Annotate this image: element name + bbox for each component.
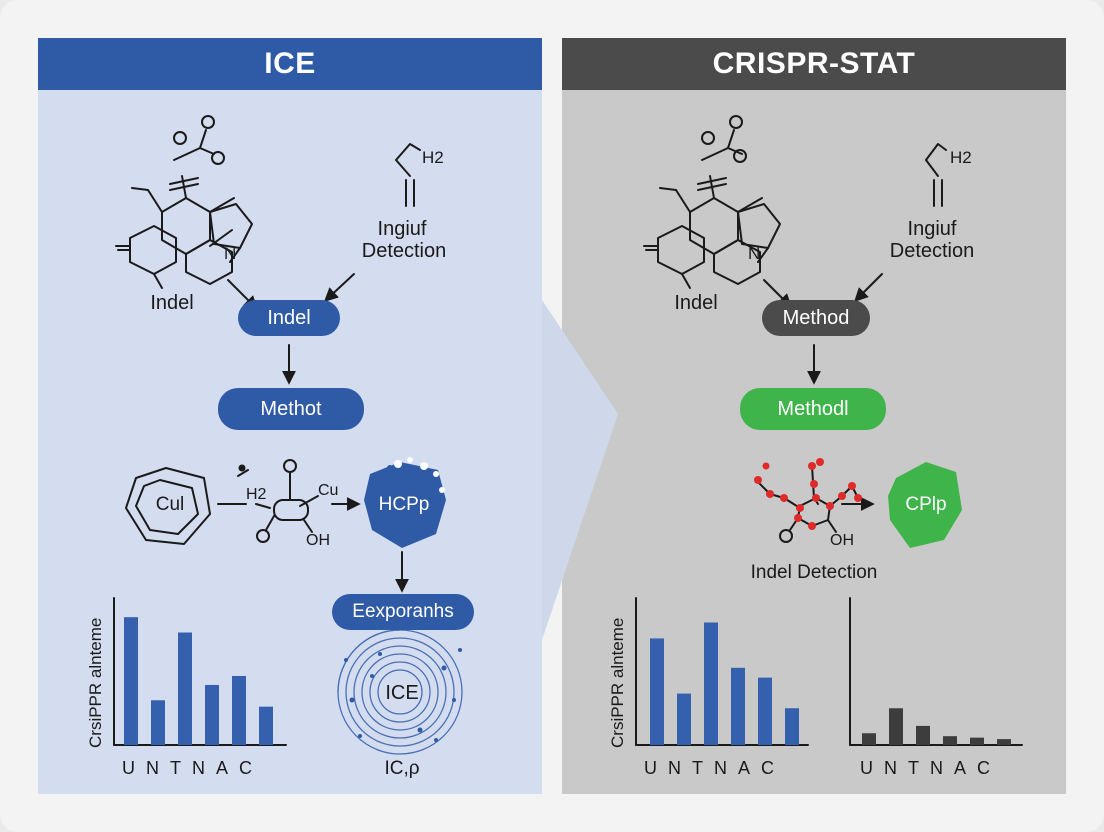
bar-n-1 <box>151 700 165 745</box>
protein-icon <box>888 462 962 548</box>
bar-t-2 <box>916 725 930 745</box>
left-chem-oh: OH <box>306 532 330 549</box>
chart-dark-categories: UNTNAC <box>860 758 1001 779</box>
tick-label: N <box>884 758 908 778</box>
arrow <box>323 273 355 302</box>
left-mol-h2: H2 <box>422 148 444 167</box>
bar-n-1 <box>677 693 691 745</box>
arrow <box>854 273 883 302</box>
bar-a-4 <box>232 675 246 745</box>
bar-t-2 <box>178 632 192 745</box>
left-pill-export: Eexporanhs <box>332 594 474 630</box>
tick-label: T <box>908 758 930 778</box>
tick-label: N <box>714 758 738 778</box>
molecule-icon <box>755 465 875 543</box>
right-title: CRISPR-STAT <box>712 47 916 80</box>
chart-left-categories: UNTNAC <box>122 758 263 779</box>
chart-right-categories: UNTNAC <box>644 758 785 779</box>
bar-n-3 <box>943 736 957 745</box>
molecule-icon <box>115 115 253 289</box>
left-chem-h2: H2 <box>246 486 267 503</box>
right-label-indel: Indel <box>674 292 718 314</box>
bar-chart-left <box>124 617 273 745</box>
bar-a-4 <box>758 677 772 745</box>
left-header: ICE <box>38 38 542 90</box>
bar-c-5 <box>259 706 273 745</box>
right-label-detect-1: Ingiuf <box>907 218 957 240</box>
right-chem-oh: OH <box>830 532 854 549</box>
molecule-icon <box>925 143 947 207</box>
molecule-icon <box>643 115 781 289</box>
left-bottom-label: IC,ρ <box>384 758 420 779</box>
bar-u-0 <box>650 638 664 745</box>
bar-u-0 <box>124 617 138 745</box>
chart-right-ylabel: CrsiPPR alnteme <box>608 617 627 748</box>
tick-label: T <box>170 758 192 778</box>
right-header: CRISPR-STAT <box>562 38 1066 90</box>
bar-t-2 <box>704 622 718 745</box>
molecule-icon <box>395 143 421 207</box>
right-mol-h2: H2 <box>950 148 972 167</box>
bar-n-3 <box>205 684 219 745</box>
chart-left-ylabel: CrsiPPR alnteme <box>86 617 105 748</box>
molecule-icon <box>237 459 319 543</box>
bar-chart-right <box>650 622 799 745</box>
protein-icon <box>364 457 446 548</box>
bar-c-5 <box>997 739 1011 745</box>
tick-label: C <box>761 758 786 778</box>
left-pill-method: Methot <box>218 388 364 430</box>
right-indel-detection: Indel Detection <box>750 562 878 583</box>
bar-u-0 <box>862 733 876 745</box>
red-dots <box>754 458 862 530</box>
tick-label: U <box>122 758 146 778</box>
tick-label: A <box>216 758 240 778</box>
right-pill-method2: Methodl <box>740 388 886 430</box>
bar-a-4 <box>970 737 984 745</box>
tick-label: N <box>192 758 216 778</box>
left-spiral-label: ICE <box>385 682 419 704</box>
left-label-detect-2: Detection <box>361 240 447 262</box>
bar-n-3 <box>731 667 745 745</box>
tick-label: C <box>977 758 1002 778</box>
left-title: ICE <box>264 47 316 80</box>
right-pill-method: Method <box>762 300 870 336</box>
tick-label: N <box>668 758 692 778</box>
tick-label: A <box>954 758 978 778</box>
transition-arrow-shape <box>542 300 618 640</box>
tick-label: U <box>644 758 668 778</box>
spiral-icon <box>337 629 463 755</box>
tick-label: T <box>692 758 714 778</box>
left-circle-label: Cul <box>155 494 185 515</box>
left-label-indel: Indel <box>150 292 194 314</box>
tick-label: A <box>738 758 762 778</box>
tick-label: N <box>146 758 170 778</box>
tick-label: N <box>930 758 954 778</box>
bar-chart-right-dark <box>862 708 1011 745</box>
bar-n-1 <box>889 708 903 745</box>
right-mol-n: N <box>748 244 761 263</box>
bar-c-5 <box>785 708 799 745</box>
left-pill-indel: Indel <box>238 300 340 336</box>
left-label-detect-1: Ingiuf <box>377 218 427 240</box>
molecule-icon <box>125 467 247 545</box>
left-mol-n: N <box>224 244 237 263</box>
spiral-dots <box>344 648 462 742</box>
right-hex-label: CPlp <box>905 494 947 515</box>
left-hex-label: HCPp <box>378 494 430 515</box>
tick-label: C <box>239 758 264 778</box>
tick-label: U <box>860 758 884 778</box>
right-label-detect-2: Detection <box>889 240 975 262</box>
left-chem-cu: Cu <box>318 482 339 499</box>
